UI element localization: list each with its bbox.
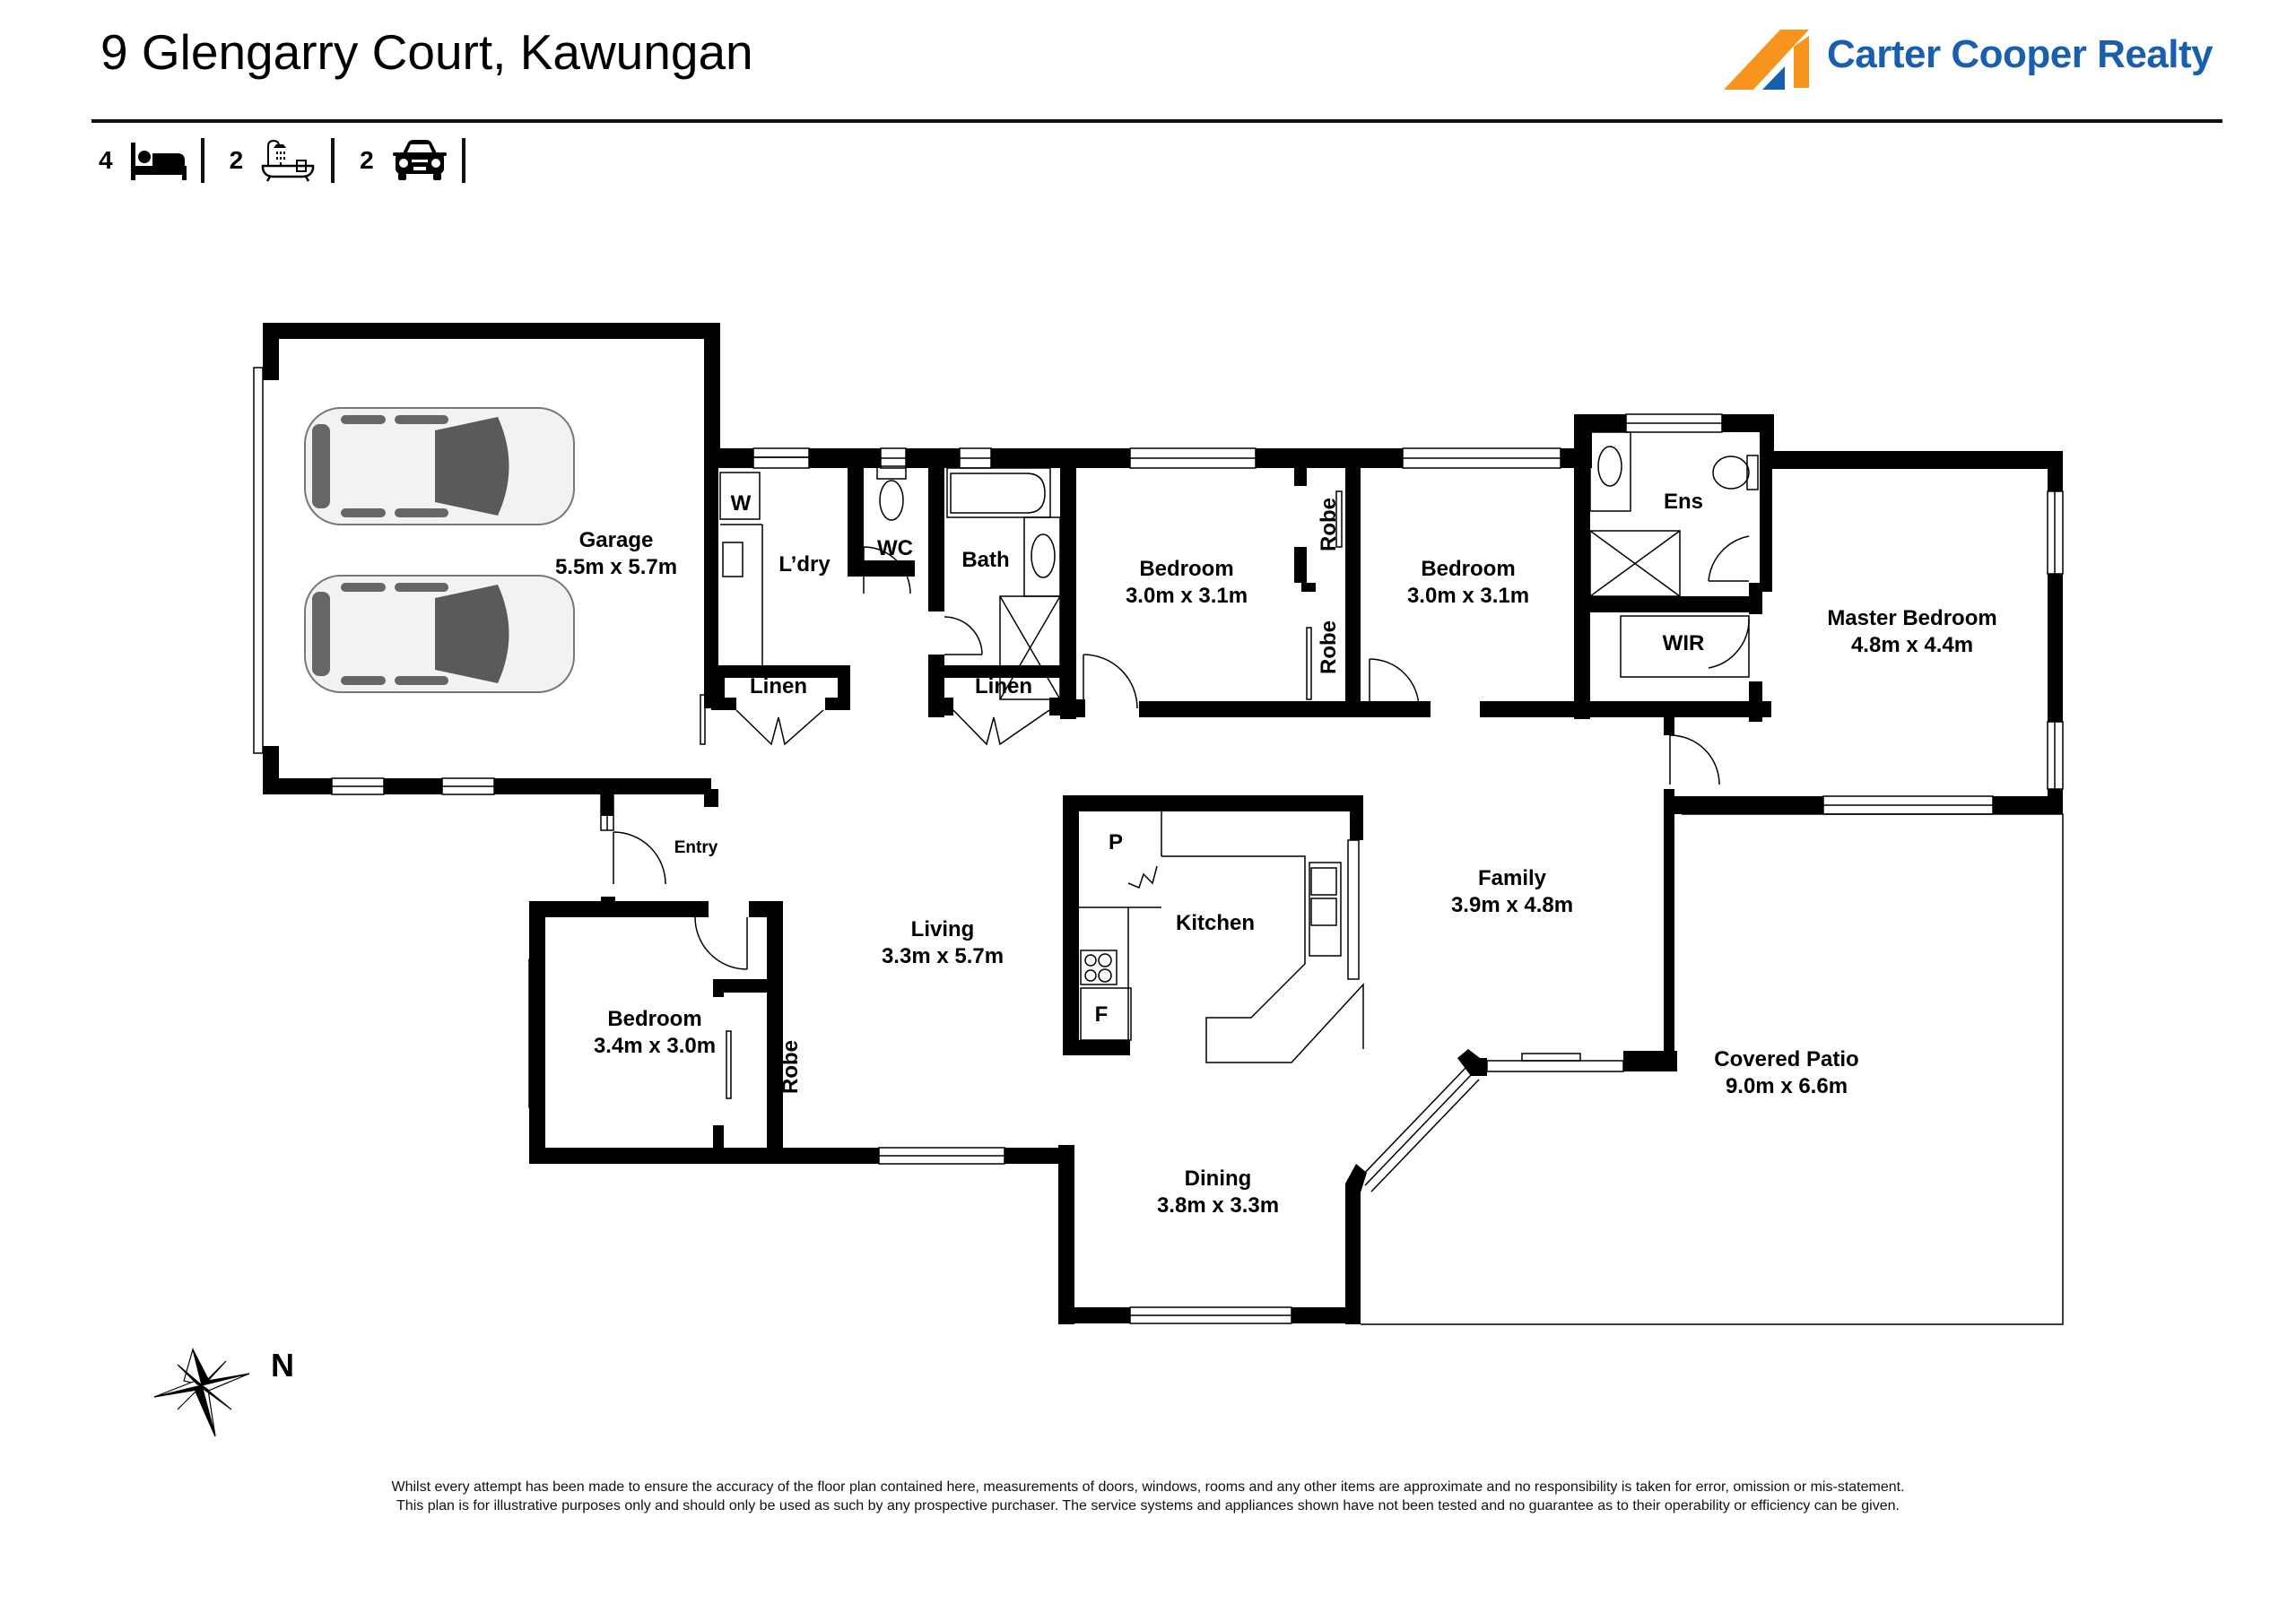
bed-icon: [130, 143, 187, 180]
room-bedroom-4: Bedroom 3.4m x 3.0m: [594, 1006, 716, 1060]
room-garage: Garage 5.5m x 5.7m: [555, 527, 677, 581]
room-family: Family 3.9m x 4.8m: [1451, 865, 1573, 919]
room-name: Ens: [1663, 490, 1704, 514]
stat-separator: [200, 138, 204, 183]
walls: [263, 323, 2063, 1324]
room-bedroom-3: Bedroom 3.0m x 3.1m: [1407, 556, 1529, 610]
room-linen-2: Linen: [975, 673, 1032, 700]
room-dims: 3.9m x 4.8m: [1450, 893, 1574, 917]
room-name: Garage: [578, 528, 654, 552]
garage-door: [253, 367, 264, 754]
room-name: Living: [910, 917, 975, 941]
property-address: 9 Glengarry Court, Kawungan: [100, 24, 753, 80]
brand-logo: Carter Cooper Realty: [1722, 27, 2224, 95]
room-living: Living 3.3m x 5.7m: [882, 916, 1004, 970]
stat-separator: [461, 138, 465, 183]
room-name: Bedroom: [1421, 557, 1516, 581]
room-dims: 5.5m x 5.7m: [554, 555, 678, 579]
bathroom-count: 2: [229, 146, 244, 174]
room-name: Robe: [1317, 620, 1341, 674]
property-stats: 4 2 2: [99, 136, 491, 185]
car-icon: [392, 140, 447, 180]
room-covered-patio: Covered Patio 9.0m x 6.6m: [1714, 1046, 1858, 1100]
room-robe-2: Robe: [1316, 620, 1343, 674]
room-bath: Bath: [961, 547, 1009, 574]
disclaimer-line-1: Whilst every attempt has been made to en…: [391, 1479, 1905, 1495]
room-fridge: F: [1095, 1002, 1109, 1028]
room-dims: 3.3m x 5.7m: [881, 944, 1004, 968]
room-dims: 3.4m x 3.0m: [593, 1034, 717, 1058]
room-name: L’dry: [778, 552, 831, 577]
room-dims: 3.8m x 3.3m: [1156, 1193, 1280, 1218]
north-label: N: [271, 1347, 294, 1383]
room-dims: 3.0m x 3.1m: [1406, 584, 1530, 608]
disclaimer-line-2: This plan is for illustrative purposes o…: [396, 1498, 1900, 1514]
stat-separator: [331, 138, 335, 183]
room-name: Entry: [674, 838, 718, 857]
room-dims: 4.8m x 4.4m: [1850, 633, 1974, 657]
room-bedroom-2: Bedroom 3.0m x 3.1m: [1126, 556, 1248, 610]
bath-icon: [261, 139, 315, 182]
room-name: Bath: [961, 548, 1010, 572]
room-robe-1: Robe: [1316, 498, 1343, 551]
room-name: Bedroom: [607, 1007, 702, 1031]
room-entry: Entry: [674, 835, 718, 862]
room-name: Robe: [1317, 498, 1341, 551]
room-washer: W: [731, 490, 752, 517]
roof-logo-icon: [1724, 30, 1809, 90]
room-laundry: L’dry: [778, 551, 830, 578]
disclaimer: Whilst every attempt has been made to en…: [0, 1478, 2296, 1515]
brand-name: Carter Cooper Realty: [1827, 32, 2213, 76]
room-name: F: [1094, 1002, 1109, 1027]
room-name: Covered Patio: [1714, 1047, 1859, 1071]
room-ensuite: Ens: [1664, 489, 1703, 516]
room-name: WC: [877, 536, 913, 560]
room-master-bedroom: Master Bedroom 4.8m x 4.4m: [1827, 605, 1996, 659]
room-name: W: [730, 491, 752, 516]
room-linen-1: Linen: [750, 673, 807, 700]
room-dining: Dining 3.8m x 3.3m: [1157, 1166, 1279, 1219]
room-name: Linen: [975, 674, 1032, 698]
room-dims: 9.0m x 6.6m: [1725, 1074, 1848, 1098]
room-name: P: [1108, 830, 1124, 854]
room-name: Master Bedroom: [1827, 606, 1997, 630]
room-name: Kitchen: [1175, 911, 1256, 935]
car-icon: [304, 575, 575, 693]
room-dims: 3.0m x 3.1m: [1125, 584, 1248, 608]
room-wc: WC: [877, 535, 913, 562]
fixtures: [253, 367, 2064, 1325]
room-wir: WIR: [1663, 630, 1705, 657]
room-robe-3: Robe: [778, 1040, 804, 1094]
car-icon: [304, 407, 575, 525]
room-name: WIR: [1662, 631, 1705, 655]
room-name: Bedroom: [1139, 557, 1234, 581]
room-name: Linen: [750, 674, 807, 698]
header-divider: [91, 119, 2222, 123]
room-name: Family: [1477, 866, 1547, 890]
room-kitchen: Kitchen: [1176, 910, 1255, 937]
room-name: Dining: [1184, 1167, 1252, 1191]
bedroom-count: 4: [99, 146, 113, 174]
room-pantry: P: [1109, 829, 1123, 856]
compass-rose-icon: [153, 1347, 250, 1437]
garage-cars: [304, 407, 575, 693]
parking-count: 2: [360, 146, 374, 174]
room-name: Robe: [778, 1040, 803, 1094]
